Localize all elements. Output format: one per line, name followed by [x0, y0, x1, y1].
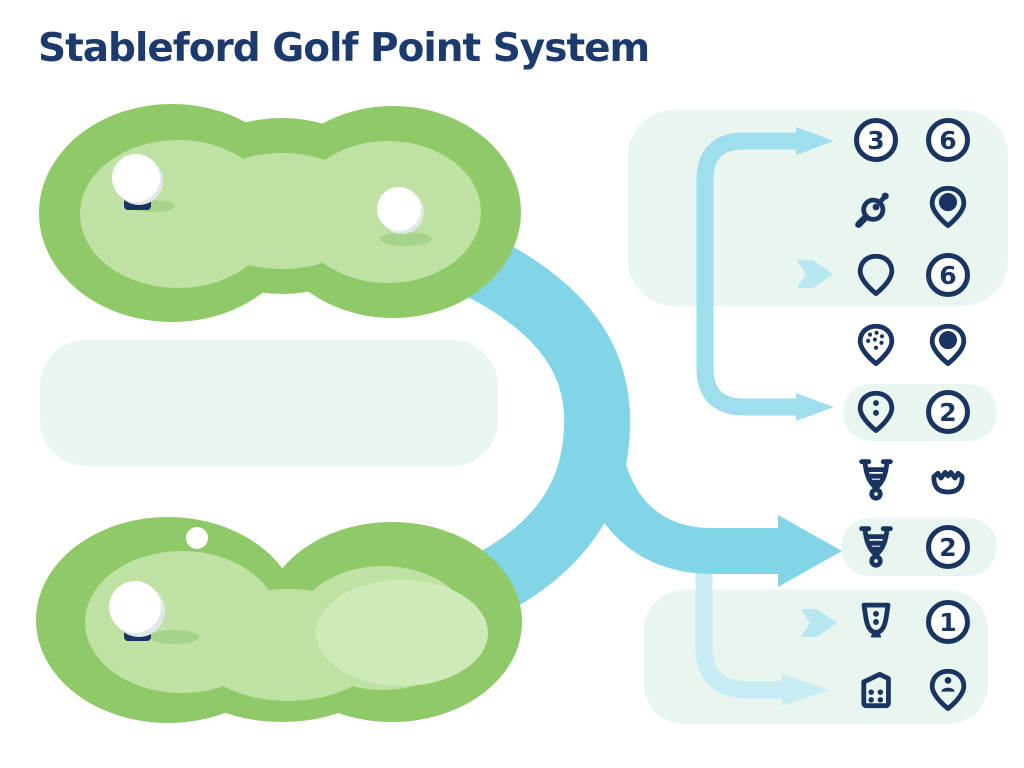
tee-striped-icon: [859, 526, 893, 568]
golf-ball: [377, 187, 421, 231]
arrow-small-row3-icon: [797, 260, 833, 288]
ball-shadow: [149, 630, 199, 644]
connector-pale: [695, 552, 784, 699]
points-badge: 3: [854, 118, 898, 162]
pin-outline-icon: [857, 253, 895, 296]
legend-row-7-left: [852, 523, 900, 571]
pin-filled-icon: [929, 185, 967, 228]
trophy-icon: [861, 602, 891, 638]
clubhouse-icon: [861, 671, 891, 709]
golf-green-top: [39, 104, 521, 322]
legend-row-2-left: [852, 183, 900, 231]
legend-row-1-right: 6: [924, 116, 972, 164]
arrow-small-row8-icon: [801, 609, 837, 637]
points-badge: 2: [926, 525, 970, 569]
legend-row-9-right: [924, 666, 972, 714]
ribbon-to-row7: [574, 419, 782, 574]
legend-row-4-left: [852, 321, 900, 369]
points-badge: 1: [926, 600, 970, 644]
pin-dotted-icon: [857, 323, 895, 366]
golf-ball-teed: [112, 154, 160, 202]
legend-row-4-right: [924, 321, 972, 369]
arrowhead-row7-icon: [778, 515, 842, 587]
ball-shadow: [380, 232, 432, 246]
pin-person-icon: [929, 668, 967, 711]
ribbon-to-bottom-green: [432, 219, 631, 611]
connector-bracket: [696, 132, 798, 416]
legend-row-5-right: 2: [924, 388, 972, 436]
legend-row-3-right: 6: [924, 251, 972, 299]
legend-row-3-left: [852, 251, 900, 299]
pin-filled-icon: [929, 323, 967, 366]
legend-row-8-right: 1: [924, 598, 972, 646]
points-badge: 6: [926, 253, 970, 297]
golf-ball-teed: [109, 581, 161, 633]
legend-row-9-left: [852, 666, 900, 714]
legend-row-1-left: 3: [852, 116, 900, 164]
points-badge: 6: [926, 118, 970, 162]
crown-icon: [931, 469, 965, 495]
fairway-panel: [40, 340, 498, 466]
tee-striped-icon: [859, 459, 893, 501]
legend-row-2-right: [924, 183, 972, 231]
arrowhead-row9-icon: [782, 674, 828, 706]
pin-two-dots-icon: [857, 390, 895, 433]
legend-row-5-left: [852, 388, 900, 436]
points-badge: 2: [926, 390, 970, 434]
golf-green-bottom: [36, 517, 522, 723]
legend-row-6-left: [852, 456, 900, 504]
legend-row-6-right: [924, 456, 972, 504]
putting-area: [316, 580, 488, 686]
small-ball: [186, 527, 208, 549]
page-title: Stableford Golf Point System: [38, 26, 650, 71]
arrowhead-row1-icon: [796, 127, 834, 155]
whistle-icon: [855, 192, 889, 228]
legend-row-8-left: [852, 598, 900, 646]
arrowhead-row5-icon: [796, 393, 834, 421]
legend-row-7-right: 2: [924, 523, 972, 571]
